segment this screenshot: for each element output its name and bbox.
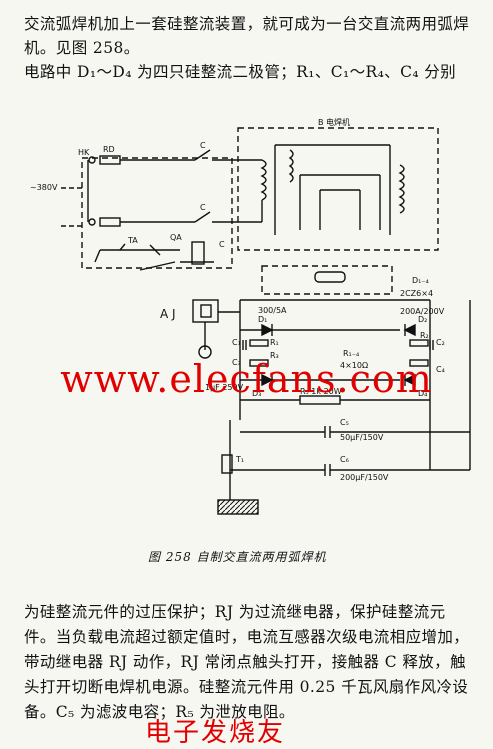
label-d3: D₃ <box>252 389 261 398</box>
label-hk: HK <box>78 148 90 157</box>
watermark-brand: 电子发烧友 <box>145 718 286 748</box>
label-r3: R₃ <box>270 351 279 360</box>
paragraph-components: 电路中 D₁～D₄ 为四只硅整流二极管；R₁、C₁～R₄、C₄ 分别 <box>24 63 457 81</box>
label-c-box: C <box>219 240 225 249</box>
label-c1: C₁ <box>232 338 241 347</box>
watermark-url: www.elecfans.com <box>60 357 433 401</box>
label-r5: R₅ 1k 20W <box>300 387 342 396</box>
label-c-mid: C <box>200 203 206 212</box>
figure-caption: 图 258 自制交直流两用弧焊机 <box>148 550 327 564</box>
label-rd: RD <box>103 145 115 154</box>
label-c-top: C <box>200 141 206 150</box>
paragraph-protection: 为硅整流元件的过压保护；RJ 为过流继电器，保护硅整流元件。当负载电流超过额定值… <box>24 603 470 721</box>
label-voltage: ~380V <box>30 183 58 192</box>
label-c14-rating: 1μF 250V <box>205 383 244 392</box>
label-c6-rating: 200μF/150V <box>340 473 389 482</box>
label-r2: R₂ <box>420 331 429 340</box>
welder-box <box>237 127 439 251</box>
label-d14-rating: 200A/200V <box>400 307 445 316</box>
label-c6: C₆ <box>340 455 349 464</box>
label-r1: R₁ <box>270 338 279 347</box>
label-c4: C₄ <box>436 365 445 374</box>
label-d14: D₁₋₄ <box>412 276 429 285</box>
label-d4: D₄ <box>418 389 427 398</box>
label-tj: T₁ <box>235 455 244 464</box>
label-ta: TA <box>127 236 138 245</box>
circuit-diagram: HK RD C C C ~380V TA QA B 电焊机 A J 300/5A… <box>30 117 471 515</box>
label-d14-model: 2CZ6×4 <box>400 289 433 298</box>
paragraph-intro: 交流弧焊机加上一套硅整流装置，就可成为一台交直流两用弧焊机。见图 258。 <box>24 15 470 57</box>
label-r14: R₁₋₄ <box>343 349 359 358</box>
label-d2: D₂ <box>418 315 427 324</box>
label-qa: QA <box>170 233 182 242</box>
label-r14-rating: 4×10Ω <box>340 361 368 370</box>
contactor-box <box>81 157 233 269</box>
label-c5: C₅ <box>340 418 349 427</box>
label-d1: D₁ <box>258 315 267 324</box>
label-ct-rating: 300/5A <box>258 306 287 315</box>
label-aj: A J <box>160 307 176 321</box>
label-welder: B 电焊机 <box>318 117 350 127</box>
label-c5-rating: 50μF/150V <box>340 433 384 442</box>
label-c2: C₂ <box>436 338 445 347</box>
label-c3: C₃ <box>232 358 241 367</box>
